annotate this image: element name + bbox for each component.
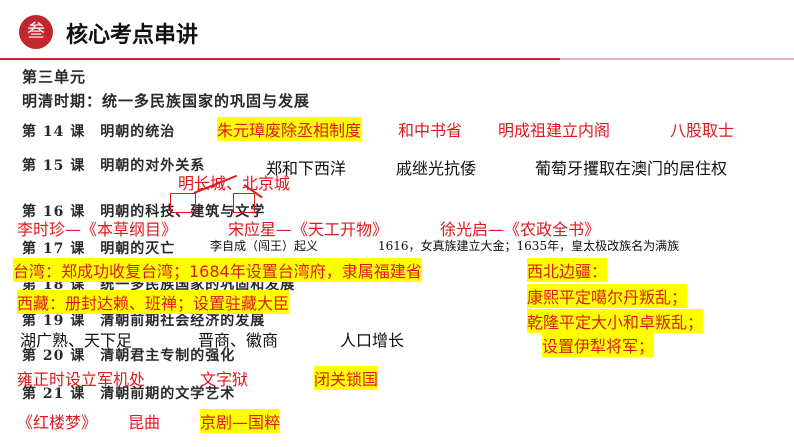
note-grand-council: 雍正时设立军机处 <box>17 370 146 389</box>
note-red-chamber: 《红楼梦》 <box>17 413 98 432</box>
note-closed-door: 闭关锁国 <box>314 366 379 390</box>
lesson-20: 第 20 课 清朝君主专制的强化 <box>22 348 236 364</box>
unit-label: 第三单元 <box>22 68 87 86</box>
section-badge: 叁 <box>19 15 53 49</box>
lesson-15: 第 15 课 明朝的对外关系 <box>22 158 206 174</box>
period-title: 明清时期：统一多民族国家的巩固与发展 <box>22 92 311 110</box>
note-huguang: 湖广熟、天下足 <box>20 331 133 350</box>
lesson-19: 第 19 课 清朝前期社会经济的发展 <box>22 313 266 329</box>
page-title: 核心考点串讲 <box>66 23 199 48</box>
note-literary-inquisition: 文字狱 <box>200 370 249 389</box>
note-zhenghe: 郑和下西洋 <box>266 159 347 178</box>
note-population: 人口增长 <box>340 331 405 350</box>
note-song-yingxing: 宋应星—《天工开物》 <box>228 220 389 239</box>
header-divider <box>0 58 794 60</box>
note-zhongshusheng: 和中书省 <box>398 121 463 140</box>
lesson-14: 第 14 课 明朝的统治 <box>22 124 176 140</box>
note-macau: 葡萄牙攫取在澳门的居住权 <box>535 159 728 178</box>
note-great-wall-beijing: 明长城、北京城 <box>178 174 291 193</box>
note-xu-guangqi: 徐光启—《农政全书》 <box>440 220 601 239</box>
note-qianlong-khojas: 乾隆平定大小和卓叛乱； <box>527 309 704 333</box>
note-peking-opera: 京剧—国粹 <box>200 409 281 433</box>
note-tibet: 西藏：册封达赖、班禅；设置驻藏大臣 <box>17 290 290 314</box>
note-li-zicheng: 李自成（闯王）起义 <box>210 239 319 253</box>
lesson-17: 第 17 课 明朝的灭亡 <box>22 241 176 257</box>
note-northwest-frontier: 西北边疆： <box>527 258 608 282</box>
note-cabinet: 明成祖建立内阁 <box>498 121 611 140</box>
lesson-16: 第 16 课 明朝的科技、建筑与文学 <box>22 204 266 220</box>
lesson-21: 第 21 课 清朝前期的文学艺术 <box>22 386 236 402</box>
header-divider-accent <box>560 58 794 60</box>
marker-box-ke <box>170 193 196 213</box>
note-taiwan: 台湾：郑成功收复台湾；1684年设置台湾府，隶属福建省 <box>13 258 422 282</box>
note-ili-general: 设置伊犁将军； <box>542 333 655 357</box>
marker-box-jian <box>233 193 255 213</box>
note-abolish-prime-minister: 朱元璋废除丞相制度 <box>217 117 362 141</box>
note-kunqu: 昆曲 <box>128 413 161 432</box>
note-qijiguang: 戚继光抗倭 <box>396 159 477 178</box>
note-merchants: 晋商、徽商 <box>198 331 279 350</box>
note-eight-legged-essay: 八股取士 <box>670 121 735 140</box>
note-li-shizhen: 李时珍—《本草纲目》 <box>17 220 178 239</box>
note-kangxi-galdan: 康熙平定噶尔丹叛乱； <box>527 284 688 308</box>
note-manchu: 1616，女真族建立大金；1635年，皇太极改族名为满族 <box>378 239 680 253</box>
